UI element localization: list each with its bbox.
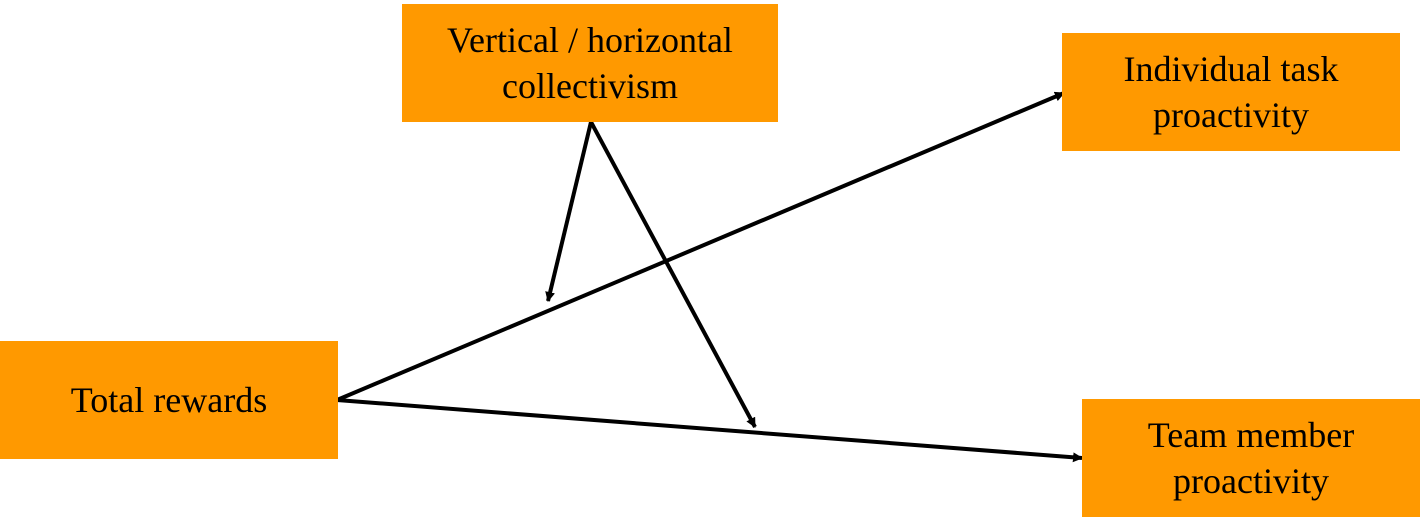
node-label-line: Team member bbox=[1147, 415, 1355, 455]
arrow-moderator-to-task-path bbox=[545, 121, 593, 302]
node-total-rewards: Total rewards bbox=[0, 341, 338, 459]
node-label-line: proactivity bbox=[1153, 95, 1309, 135]
node-label-line: Vertical / horizontal bbox=[447, 20, 733, 60]
node-label-line: Individual task bbox=[1123, 49, 1339, 89]
arrow-total-rewards-to-team-member bbox=[336, 398, 1083, 463]
node-vertical-horizontal-collectivism: Vertical / horizontal collectivism bbox=[402, 4, 778, 122]
node-label: Total rewards bbox=[70, 380, 268, 420]
node-label-line: proactivity bbox=[1173, 461, 1329, 501]
arrow-total-rewards-to-individual-task bbox=[336, 91, 1065, 402]
node-individual-task-proactivity: Individual task proactivity bbox=[1062, 33, 1400, 151]
arrow-moderator-to-team-path bbox=[589, 121, 757, 428]
node-team-member-proactivity: Team member proactivity bbox=[1082, 399, 1420, 517]
node-label-line: collectivism bbox=[502, 66, 678, 106]
